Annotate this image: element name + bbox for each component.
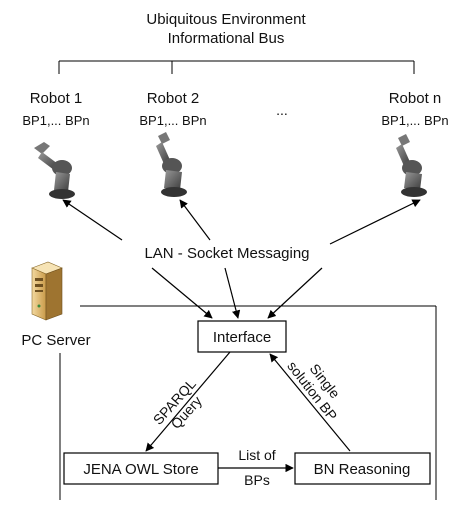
robot-1-name: Robot 1 bbox=[30, 90, 83, 107]
robot-2: Robot 2 BP1,... BPn bbox=[139, 90, 207, 197]
robot-2-name: Robot 2 bbox=[147, 90, 200, 107]
lan-label: LAN - Socket Messaging bbox=[144, 245, 309, 262]
robot-arm-icon bbox=[396, 134, 427, 197]
robot-1-bps: BP1,... BPn bbox=[22, 113, 89, 128]
robot-1: Robot 1 BP1,... BPn bbox=[22, 90, 90, 199]
bn-reasoning-node: BN Reasoning bbox=[294, 452, 431, 485]
robot-arm-icon bbox=[34, 142, 75, 199]
lan-arrows-up bbox=[62, 199, 421, 245]
interface-label: Interface bbox=[213, 329, 271, 346]
jena-owl-store-node: JENA OWL Store bbox=[63, 452, 219, 485]
interface-node: Interface bbox=[197, 320, 287, 353]
bus-title-line1: Ubiquitous Environment bbox=[146, 11, 306, 28]
robot-n-name: Robot n bbox=[389, 90, 442, 107]
robot-arm-icon bbox=[156, 132, 187, 197]
single-solution-arrow bbox=[269, 353, 351, 452]
server-icon bbox=[31, 261, 63, 321]
bus-title-line2: Informational Bus bbox=[168, 30, 285, 47]
robot-n: Robot n BP1,... BPn bbox=[381, 90, 449, 197]
lan-arrows-down bbox=[151, 267, 323, 319]
server-label: PC Server bbox=[21, 332, 90, 349]
robots-ellipsis: ... bbox=[276, 102, 288, 118]
bn-label: BN Reasoning bbox=[314, 461, 411, 478]
sparql-query-arrow bbox=[145, 351, 231, 452]
bus-bracket bbox=[58, 60, 415, 74]
server-frame bbox=[59, 305, 437, 500]
robot-n-bps: BP1,... BPn bbox=[381, 113, 448, 128]
robot-2-bps: BP1,... BPn bbox=[139, 113, 206, 128]
list-label-line1: List of bbox=[238, 447, 275, 463]
jena-label: JENA OWL Store bbox=[83, 461, 198, 478]
list-label-line2: BPs bbox=[244, 472, 270, 488]
